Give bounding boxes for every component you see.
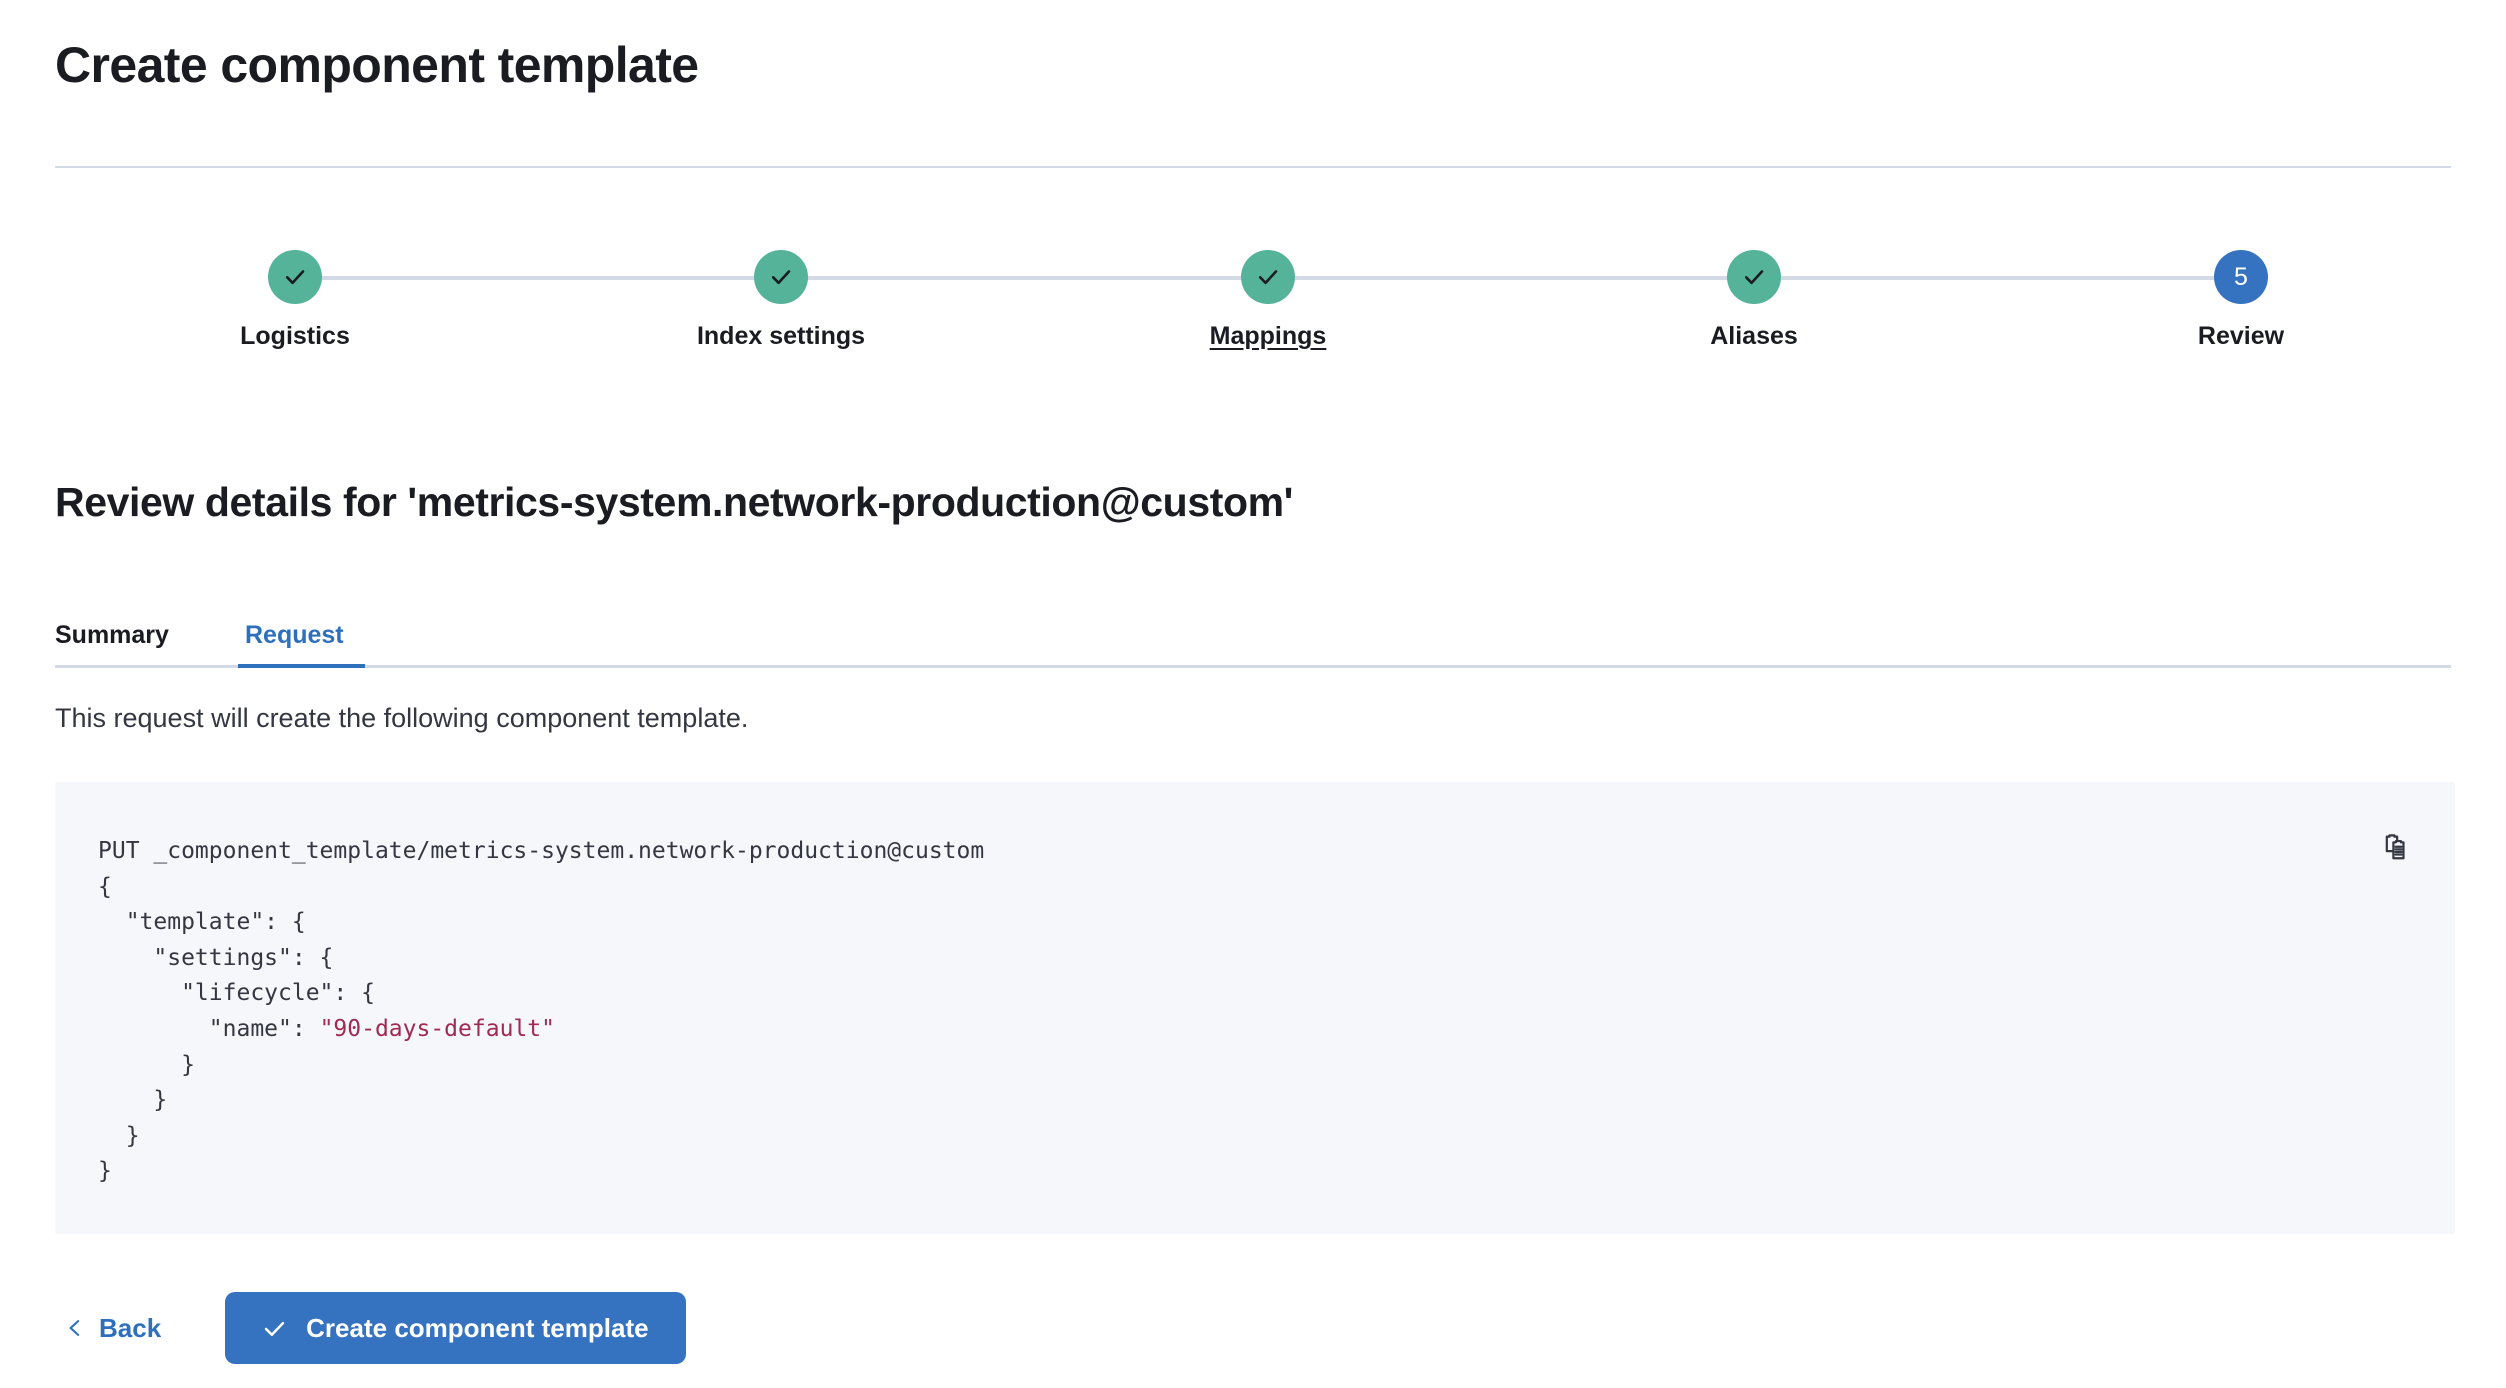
step-label-wrap: Logistics: [135, 304, 455, 351]
step-connector: [781, 276, 1268, 280]
step-connector: [1754, 276, 2241, 280]
check-icon: [1258, 270, 1278, 285]
step-number: 5: [2234, 262, 2248, 291]
step-label[interactable]: Index settings: [696, 322, 866, 350]
code-line-1: PUT _component_template/metrics-system.n…: [98, 838, 985, 864]
step-complete-badge: [268, 250, 322, 304]
step-label-wrap: Index settings: [621, 304, 941, 351]
code-line-5: "lifecycle": {: [98, 980, 375, 1007]
header-divider: [55, 166, 2451, 168]
check-icon: [1744, 270, 1764, 285]
request-description: This request will create the following c…: [55, 703, 749, 733]
tab-request[interactable]: Request: [245, 600, 344, 668]
stepper-step-mappings[interactable]: Mappings: [1108, 250, 1428, 351]
code-line-7: }: [98, 1051, 195, 1078]
step-label[interactable]: Logistics: [240, 322, 350, 350]
step-label-wrap: Review: [2081, 304, 2401, 351]
step-complete-badge: [1241, 250, 1295, 304]
code-line-6-value: "90-days-default": [319, 1015, 555, 1042]
code-line-6-key: "name":: [98, 1015, 320, 1042]
request-code: PUT _component_template/metrics-system.n…: [98, 834, 984, 1190]
step-label[interactable]: Aliases: [1710, 322, 1798, 350]
create-component-template-button[interactable]: Create component template: [225, 1292, 686, 1364]
step-label[interactable]: Mappings: [1209, 322, 1327, 350]
code-line-9: }: [98, 1122, 140, 1149]
code-line-8: }: [98, 1087, 168, 1114]
back-button[interactable]: Back: [55, 1303, 177, 1354]
clipboard-copy-icon: [2381, 832, 2412, 863]
step-connector: [1268, 276, 1754, 280]
review-details-heading: Review details for 'metrics-system.netwo…: [55, 479, 1294, 525]
active-tab-indicator: [238, 664, 365, 668]
review-tabs: Summary Request: [55, 600, 2451, 668]
back-button-label: Back: [99, 1312, 162, 1343]
step-number-badge: 5: [2214, 250, 2268, 304]
step-complete-badge: [754, 250, 808, 304]
stepper-step-index-settings[interactable]: Index settings: [621, 250, 941, 351]
check-icon: [285, 270, 305, 285]
copy-request-button[interactable]: [2376, 827, 2416, 867]
code-line-4: "settings": {: [98, 944, 334, 971]
check-icon: [771, 270, 791, 285]
step-label-wrap: Aliases: [1594, 304, 1914, 351]
step-label[interactable]: Review: [2197, 322, 2285, 350]
tab-summary[interactable]: Summary: [55, 600, 169, 668]
step-connector: [295, 276, 781, 280]
create-button-label: Create component template: [306, 1313, 649, 1343]
request-code-panel: PUT _component_template/metrics-system.n…: [55, 782, 2455, 1234]
footer-actions: Back Create component template: [55, 1292, 686, 1364]
code-line-10: }: [98, 1158, 112, 1185]
step-label-wrap: Mappings: [1108, 304, 1428, 351]
check-icon: [262, 1316, 287, 1341]
code-line-2: {: [98, 873, 112, 900]
step-complete-badge: [1727, 250, 1781, 304]
code-line-3: "template": {: [98, 909, 306, 936]
tabs-divider: [55, 665, 2451, 668]
chevron-left-icon: [65, 1318, 85, 1338]
stepper-step-aliases[interactable]: Aliases: [1594, 250, 1914, 351]
page-title: Create component template: [55, 37, 699, 93]
stepper-step-logistics[interactable]: Logistics: [135, 250, 455, 351]
